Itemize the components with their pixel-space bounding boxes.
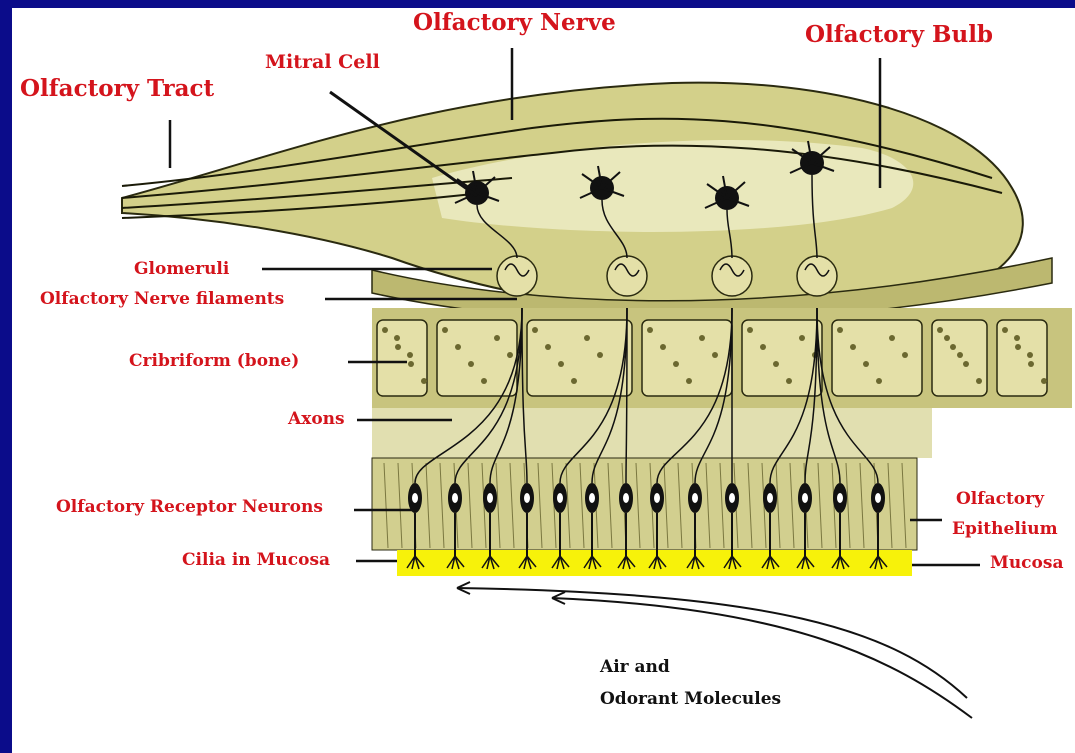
receptor-neuron-nucleus bbox=[452, 493, 458, 503]
receptor-neuron-nucleus bbox=[654, 493, 660, 503]
receptor-neuron-nucleus bbox=[524, 493, 530, 503]
bone-pore bbox=[455, 344, 461, 350]
bone-pore bbox=[660, 344, 666, 350]
label-air-line1: Air and bbox=[600, 658, 670, 677]
bone-pore bbox=[937, 327, 943, 333]
bone-pore bbox=[421, 378, 427, 384]
bone-pore bbox=[786, 378, 792, 384]
bone-pore bbox=[494, 335, 500, 341]
bone-pore bbox=[395, 344, 401, 350]
bone-pore bbox=[394, 335, 400, 341]
cribriform-bone-blocks bbox=[377, 320, 1047, 396]
bone-pore bbox=[1015, 344, 1021, 350]
bone-pore bbox=[481, 378, 487, 384]
cribriform-bone-block bbox=[527, 320, 632, 396]
diagram-canvas: Olfactory Tract Mitral Cell Olfactory Ne… bbox=[12, 8, 1075, 753]
bone-pore bbox=[902, 352, 908, 358]
bone-pore bbox=[1027, 352, 1033, 358]
label-epithelium-line1: Olfactory bbox=[956, 490, 1044, 509]
bone-pore bbox=[407, 352, 413, 358]
bone-pore bbox=[1002, 327, 1008, 333]
receptor-neuron-nucleus bbox=[623, 493, 629, 503]
bone-pore bbox=[773, 361, 779, 367]
bone-pore bbox=[558, 361, 564, 367]
receptor-neuron-nucleus bbox=[692, 493, 698, 503]
bone-pore bbox=[850, 344, 856, 350]
label-cilia: Cilia in Mucosa bbox=[182, 551, 330, 570]
receptor-neuron-nucleus bbox=[487, 493, 493, 503]
glomerulus bbox=[712, 256, 752, 296]
label-nerve-filaments: Olfactory Nerve filaments bbox=[40, 290, 284, 309]
receptor-neuron-nucleus bbox=[729, 493, 735, 503]
glomerulus bbox=[607, 256, 647, 296]
bone-pore bbox=[837, 327, 843, 333]
label-mucosa: Mucosa bbox=[990, 554, 1063, 573]
bone-pore bbox=[699, 335, 705, 341]
bone-pore bbox=[442, 327, 448, 333]
bone-pore bbox=[673, 361, 679, 367]
bone-pore bbox=[944, 335, 950, 341]
bone-pore bbox=[976, 378, 982, 384]
bone-pore bbox=[889, 335, 895, 341]
label-glomeruli: Glomeruli bbox=[134, 260, 229, 279]
bone-pore bbox=[532, 327, 538, 333]
bone-pore bbox=[747, 327, 753, 333]
label-axons: Axons bbox=[288, 410, 345, 429]
cribriform-bone-block bbox=[642, 320, 732, 396]
label-epithelium-line2: Epithelium bbox=[952, 520, 1058, 539]
label-receptor-neurons: Olfactory Receptor Neurons bbox=[56, 498, 323, 517]
label-olfactory-tract: Olfactory Tract bbox=[20, 76, 214, 101]
bone-pore bbox=[950, 344, 956, 350]
cribriform-bone-block bbox=[832, 320, 922, 396]
bone-pore bbox=[1028, 361, 1034, 367]
bone-pore bbox=[647, 327, 653, 333]
air-arrow-upper bbox=[457, 588, 967, 698]
receptor-neuron-nucleus bbox=[557, 493, 563, 503]
bone-pore bbox=[584, 335, 590, 341]
bone-pore bbox=[686, 378, 692, 384]
bone-pore bbox=[760, 344, 766, 350]
bone-pore bbox=[382, 327, 388, 333]
label-olfactory-nerve: Olfactory Nerve bbox=[413, 10, 616, 35]
bone-pore bbox=[1014, 335, 1020, 341]
label-olfactory-bulb: Olfactory Bulb bbox=[805, 22, 993, 47]
olfactory-diagram bbox=[12, 8, 1075, 753]
receptor-neuron-nucleus bbox=[589, 493, 595, 503]
bone-pore bbox=[545, 344, 551, 350]
bone-pore bbox=[597, 352, 603, 358]
bone-pore bbox=[957, 352, 963, 358]
bone-pore bbox=[468, 361, 474, 367]
label-cribriform: Cribriform (bone) bbox=[129, 352, 299, 371]
bone-pore bbox=[963, 361, 969, 367]
receptor-neuron-nucleus bbox=[875, 493, 881, 503]
bone-pore bbox=[408, 361, 414, 367]
receptor-neuron-nucleus bbox=[837, 493, 843, 503]
receptor-neuron-nucleus bbox=[802, 493, 808, 503]
bone-pore bbox=[507, 352, 513, 358]
receptor-neuron-nucleus bbox=[412, 493, 418, 503]
bone-pore bbox=[876, 378, 882, 384]
bone-pore bbox=[571, 378, 577, 384]
bone-pore bbox=[1041, 378, 1047, 384]
glomerulus bbox=[797, 256, 837, 296]
bone-pore bbox=[799, 335, 805, 341]
bone-pore bbox=[712, 352, 718, 358]
cribriform-bone-block bbox=[437, 320, 517, 396]
glomerulus bbox=[497, 256, 537, 296]
label-mitral-cell: Mitral Cell bbox=[265, 52, 380, 73]
axon-layer bbox=[372, 408, 932, 458]
bone-pore bbox=[863, 361, 869, 367]
receptor-neuron-nucleus bbox=[767, 493, 773, 503]
label-air-line2: Odorant Molecules bbox=[600, 690, 781, 709]
